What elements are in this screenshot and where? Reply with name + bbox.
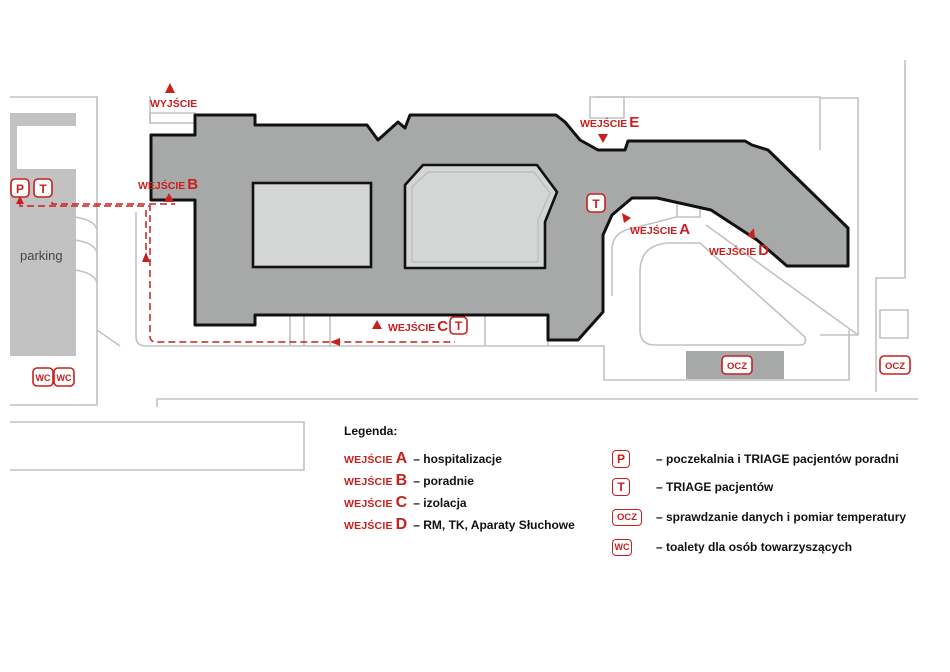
entrance-b-arrow-icon xyxy=(164,193,174,202)
courtyard-right xyxy=(403,163,559,270)
parking-label: parking xyxy=(20,248,63,263)
exit-label: WYJŚCIE xyxy=(150,97,197,110)
entrance-c-arrow-icon xyxy=(372,320,382,329)
legend-title: Legenda: xyxy=(344,424,398,438)
legend-entry-b: WEJŚCIE B – poradnie xyxy=(344,472,474,489)
entrance-a-arrow-icon xyxy=(622,213,631,223)
badge-t-entrance-c: T xyxy=(449,316,468,335)
legend-entry-d: WEJŚCIE D – RM, TK, Aparaty Słuchowe xyxy=(344,516,575,533)
legend-entry-a: WEJŚCIE A – hospitalizacje xyxy=(344,450,502,467)
svg-text:OCZ: OCZ xyxy=(885,361,905,372)
route-path xyxy=(19,202,455,343)
legend-symbol-p: P – poczekalnia i TRIAGE pacjentów porad… xyxy=(612,448,899,470)
legend-symbol-wc: WC – toalety dla osób towarzyszących xyxy=(612,536,852,558)
badge-p-icon: P xyxy=(612,450,630,468)
svg-text:T: T xyxy=(592,197,600,211)
svg-text:OCZ: OCZ xyxy=(727,361,747,372)
badge-p-parking: P xyxy=(10,178,30,198)
badge-t-icon: T xyxy=(612,478,630,496)
svg-text:T: T xyxy=(455,319,463,333)
badge-wc-2: WC xyxy=(53,367,75,387)
entrance-e-arrow-icon xyxy=(598,134,608,143)
legend-symbol-t: T – TRIAGE pacjentów xyxy=(612,476,773,498)
route-arrow-left xyxy=(330,338,340,346)
courtyard-right-inner xyxy=(411,171,551,263)
svg-text:WC: WC xyxy=(36,373,51,383)
svg-text:P: P xyxy=(16,182,24,196)
route-arrow-up-2 xyxy=(16,196,24,204)
svg-text:T: T xyxy=(39,182,47,196)
svg-text:WC: WC xyxy=(57,373,72,383)
badge-ocz-strip: OCZ xyxy=(721,355,753,375)
badge-ocz-icon: OCZ xyxy=(612,508,642,526)
legend-entry-c: WEJŚCIE C – izolacja xyxy=(344,494,467,511)
legend-symbol-ocz: OCZ – sprawdzanie danych i pomiar temper… xyxy=(612,506,906,528)
badge-wc-icon: WC xyxy=(612,538,632,556)
parking-cutout xyxy=(17,126,77,169)
courtyard-left xyxy=(251,181,373,269)
route-arrow-up xyxy=(142,252,150,262)
badge-ocz-east: OCZ xyxy=(879,355,911,375)
badge-wc-1: WC xyxy=(32,367,54,387)
badge-t-east: T xyxy=(586,193,606,213)
legend: Legenda: WEJŚCIE A – hospitalizacje WEJŚ… xyxy=(340,420,940,600)
entrance-d-arrow-icon xyxy=(747,228,755,239)
exit-arrow-icon xyxy=(165,83,175,93)
badge-t-parking: T xyxy=(33,178,53,198)
